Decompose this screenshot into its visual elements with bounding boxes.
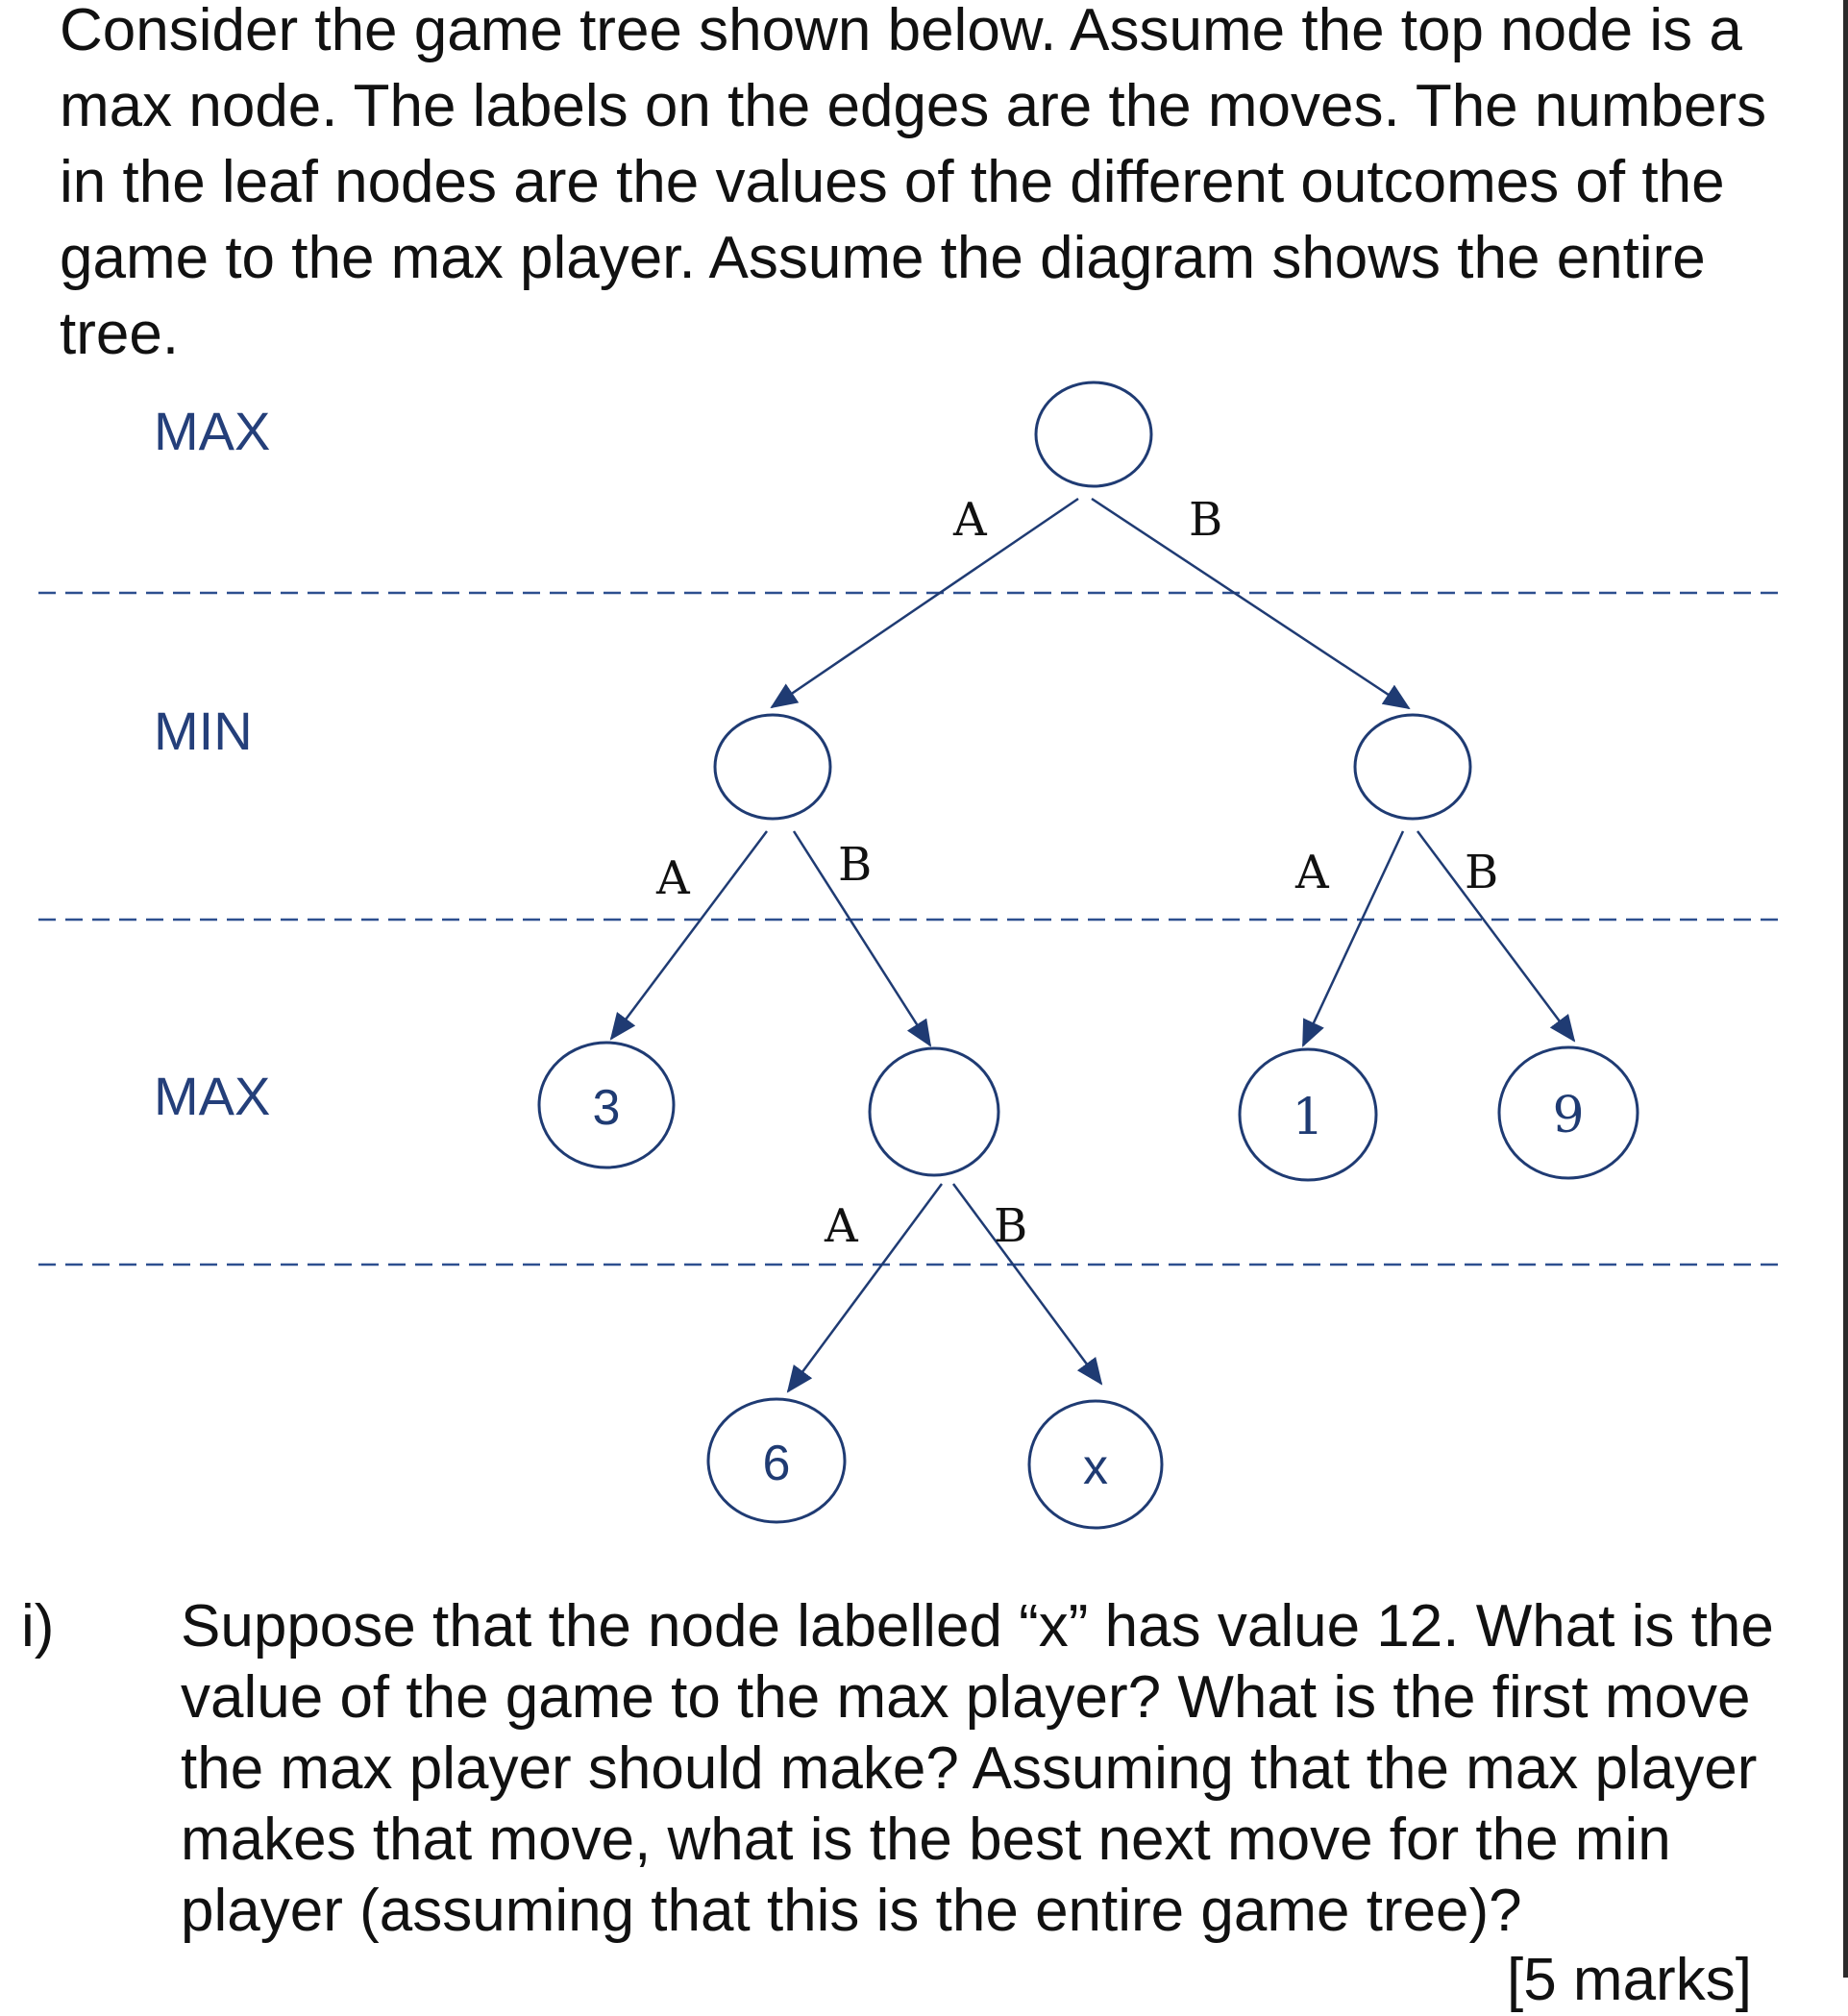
leaf-value-3: 3 bbox=[593, 1080, 621, 1136]
edge-minL-a bbox=[609, 830, 768, 1041]
edge-label-minL-b: B bbox=[838, 838, 872, 892]
edge-label-max-a: A bbox=[824, 1199, 859, 1253]
page-border-right bbox=[1843, 0, 1848, 1978]
leaf-value-x: x bbox=[1083, 1439, 1108, 1495]
level-label-max-top: MAX bbox=[154, 401, 270, 461]
max-node-inner bbox=[868, 1046, 1000, 1177]
leaf-value-9: 9 bbox=[1552, 1087, 1584, 1144]
game-tree-diagram: MAX MIN MAX A B A B A B A B 3 1 9 6 bbox=[38, 381, 1783, 1530]
edge-root-b bbox=[1091, 497, 1411, 710]
edge-max-b bbox=[951, 1183, 1103, 1386]
level-label-min: MIN bbox=[154, 701, 253, 761]
edge-label-minL-a: A bbox=[655, 851, 691, 905]
min-node-right bbox=[1353, 713, 1472, 821]
leaf-node-6 bbox=[706, 1397, 847, 1524]
edge-label-minR-b: B bbox=[1465, 846, 1498, 899]
edge-label-root-b: B bbox=[1189, 493, 1222, 547]
leaf-node-1 bbox=[1238, 1047, 1378, 1182]
min-node-left bbox=[713, 713, 832, 821]
edge-minR-a bbox=[1301, 830, 1405, 1047]
root-node bbox=[1034, 381, 1153, 488]
level-label-max-bottom: MAX bbox=[154, 1066, 270, 1126]
edge-root-a bbox=[770, 497, 1079, 709]
edge-max-a bbox=[786, 1183, 944, 1393]
edge-minL-b bbox=[792, 830, 932, 1047]
leaf-node-x bbox=[1027, 1399, 1164, 1530]
leaf-value-1: 1 bbox=[1292, 1089, 1323, 1146]
edge-label-root-a: A bbox=[952, 493, 988, 547]
edge-minR-b bbox=[1416, 830, 1576, 1043]
leaf-node-9 bbox=[1497, 1045, 1639, 1180]
intro-paragraph: Consider the game tree shown below. Assu… bbox=[60, 0, 1767, 367]
edge-label-max-b: B bbox=[994, 1199, 1027, 1253]
marks-label: [5 marks] bbox=[1507, 1947, 1752, 2013]
question-text: Suppose that the node labelled “x” has v… bbox=[181, 1593, 1774, 1944]
leaf-value-6: 6 bbox=[763, 1436, 791, 1491]
question-number: i) bbox=[21, 1593, 55, 1660]
leaf-node-3 bbox=[537, 1041, 676, 1169]
edge-label-minR-a: A bbox=[1294, 846, 1330, 899]
